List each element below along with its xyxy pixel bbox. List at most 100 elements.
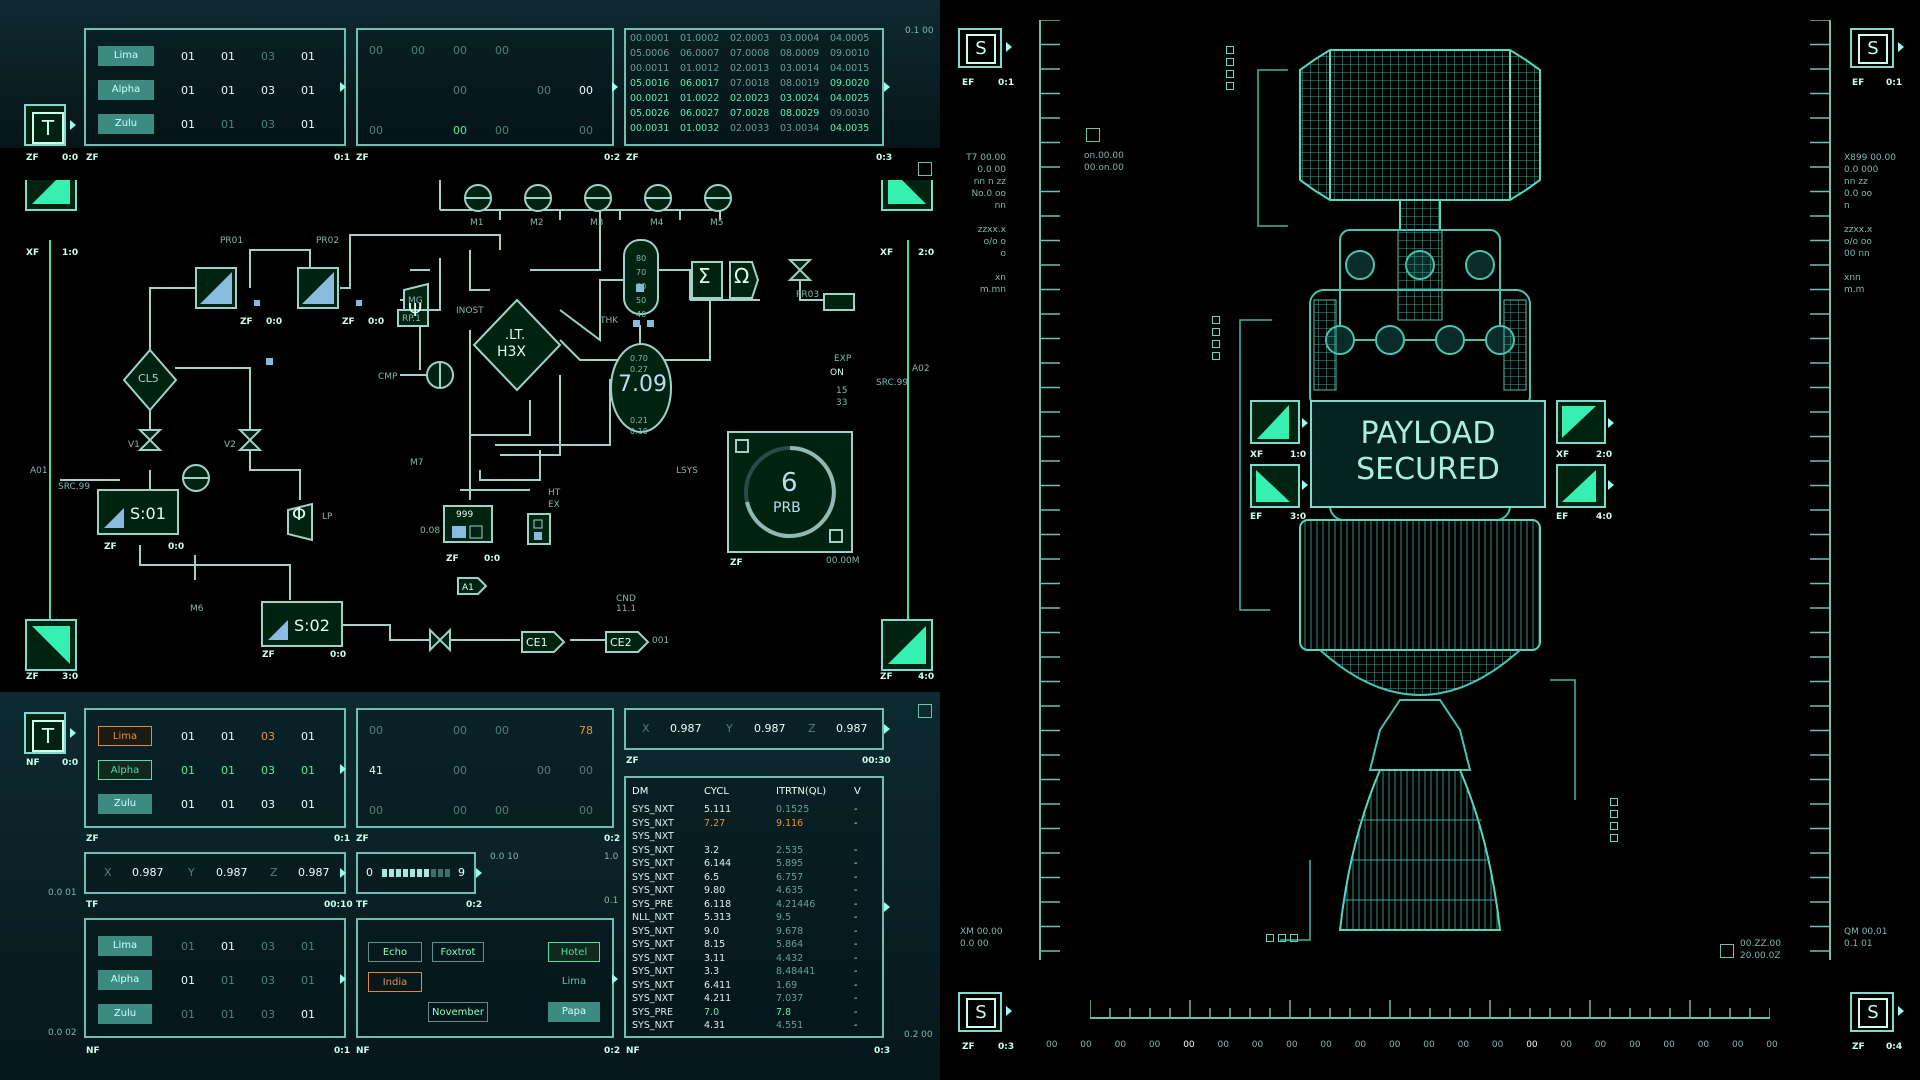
xf-1-button[interactable] [1250,400,1300,444]
chevron-right-icon [1302,418,1308,428]
corner-label: 2:0 [918,248,935,258]
x-label: X [642,722,650,735]
big-tick: 0.21 [630,416,648,425]
readout-line: m.m [1844,285,1865,295]
chevron-right-icon[interactable] [884,902,890,912]
t-button[interactable]: T [24,104,66,146]
tag-foxtrot[interactable]: Foxtrot [432,942,484,962]
s-button[interactable]: S [1850,28,1894,68]
checkbox[interactable] [918,162,932,176]
label-zf: ZF [626,756,639,766]
label-30: 3:0 [1290,512,1307,522]
tag-zulu[interactable]: Zulu [98,1004,152,1024]
m6-label: M6 [190,604,204,614]
cell: 00 [453,84,467,97]
label-ef: EF [1556,512,1569,522]
chevron-right-icon[interactable] [340,974,346,984]
cell: 01 [181,84,195,97]
lp-label: LP [322,512,333,522]
tag-alpha[interactable]: Alpha [98,970,152,990]
cnd-label: CND [616,594,636,604]
cell: 01 [181,118,195,131]
chevron-right-icon[interactable] [884,82,890,92]
left-scale-label: 0.0 01 [48,888,77,898]
label-00: 0:0 [62,758,79,768]
v2-label: V2 [224,440,236,450]
label-20: 2:0 [1596,450,1613,460]
slider-fill [382,869,431,877]
src-label: SRC.99 [58,482,91,492]
xf-2-button[interactable] [1556,400,1606,444]
s-button[interactable]: S [958,992,1002,1032]
tag-india[interactable]: India [368,972,422,992]
indicator-square [1610,798,1618,806]
tank-tick: 70 [636,268,647,277]
slider-track[interactable] [382,869,452,877]
table-cell: 04.0035 [830,123,870,134]
table-cell: 3.2 [704,844,720,856]
label-03: 0:3 [998,1042,1015,1052]
tag-lima[interactable]: Lima [98,726,152,746]
big-tick: 0.10 [630,427,648,436]
table-cell: 0.1525 [776,804,810,815]
checkbox[interactable] [918,704,932,718]
cell: 01 [301,1008,315,1021]
tag-lima[interactable]: Lima [561,976,587,987]
exp-label: EXP [834,354,852,364]
cell: 00 [369,804,383,817]
t-button[interactable]: T [24,712,66,754]
chevron-right-icon[interactable] [340,82,346,92]
readout-line: on.00.00 [1084,151,1124,161]
cell: 01 [301,974,315,987]
s-button[interactable]: S [1850,992,1894,1032]
label-0030: 00:30 [862,756,891,766]
table-cell: 02.0003 [730,33,770,44]
cell: 78 [579,724,593,737]
table-cell: 7.8 [776,1006,792,1018]
checkbox[interactable] [1720,944,1734,958]
lsys-label: LSYS [676,466,698,476]
chevron-right-icon[interactable] [612,974,618,984]
cell: 01 [301,764,315,777]
ef-1-button[interactable] [1250,464,1300,508]
tag-selector-panel: Echo Foxtrot Hotel India Lima November P… [356,918,614,1038]
table-cell: 05.0026 [630,108,670,119]
label-03: 0:3 [876,153,893,163]
tag-zulu[interactable]: Zulu [98,114,154,134]
table-cell: 5.313 [704,912,732,923]
label-zf: ZF [626,153,639,163]
scale-label: 00 [1560,1040,1572,1050]
tag-papa[interactable]: Papa [548,1002,600,1022]
chevron-right-icon[interactable] [612,82,618,92]
tag-november[interactable]: November [428,1002,488,1022]
value-grid-panel: 00 00 00 78 41 00 00 00 00 00 00 00 [356,708,614,828]
ef-2-button[interactable] [1556,464,1606,508]
table-cell: SYS_NXT [632,952,674,964]
channel-panel: Lima Alpha Zulu 01 01 03 01 01 01 03 01 … [84,28,346,146]
tag-alpha[interactable]: Alpha [98,80,154,100]
tag-lima[interactable]: Lima [98,46,154,66]
label-zf: ZF [86,153,99,163]
table-cell: 03.0034 [780,123,820,134]
tag-hotel[interactable]: Hotel [548,942,600,962]
label-ef: EF [1852,78,1865,88]
readout-line: o [1000,249,1006,259]
s-button[interactable]: S [958,28,1002,68]
chevron-right-icon[interactable] [340,868,346,878]
box999-label: 999 [456,510,474,520]
label-03: 0:3 [874,1046,891,1056]
top-right-label: 0.1 00 [905,26,934,36]
chevron-right-icon[interactable] [340,764,346,774]
tag-echo[interactable]: Echo [368,942,422,962]
tag-alpha[interactable]: Alpha [98,760,152,780]
chevron-right-icon[interactable] [884,724,890,734]
tag-zulu[interactable]: Zulu [98,794,152,814]
checkbox[interactable] [1086,128,1100,142]
big-tick: 0.70 [630,354,648,363]
tag-lima[interactable]: Lima [98,936,152,956]
indicator-square [1290,934,1298,942]
chevron-right-icon[interactable] [476,868,482,878]
indicator-square [1610,822,1618,830]
